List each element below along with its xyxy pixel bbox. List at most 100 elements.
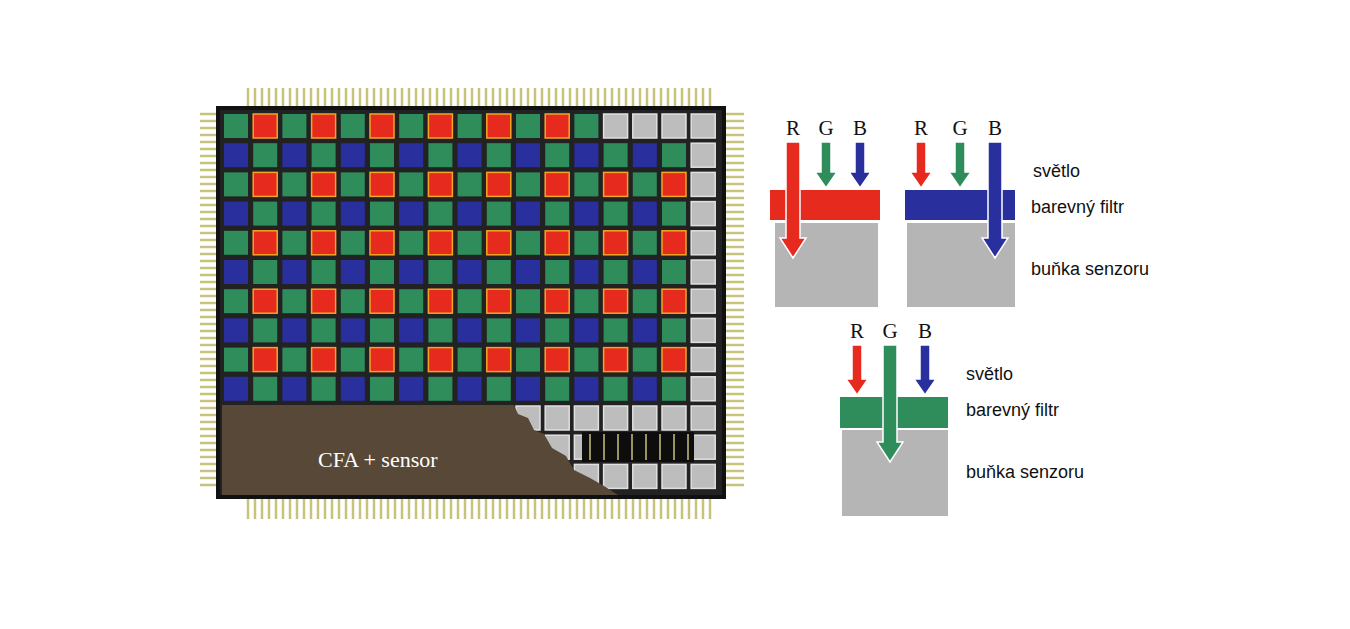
filter-cell xyxy=(604,143,628,167)
filter-cell xyxy=(370,172,394,196)
filter-cell xyxy=(487,231,511,255)
filter-cell xyxy=(604,114,628,138)
pin xyxy=(200,484,218,487)
pin xyxy=(597,497,600,519)
pin xyxy=(200,288,218,291)
filter-cell xyxy=(545,377,569,401)
pin xyxy=(583,88,586,108)
pin xyxy=(282,88,285,108)
pin xyxy=(590,497,593,519)
filter-cell xyxy=(516,289,540,313)
pin xyxy=(200,302,218,305)
pin xyxy=(724,197,744,200)
filter-cell xyxy=(253,202,277,226)
filter-cell xyxy=(487,260,511,284)
pin xyxy=(200,253,218,256)
filter-cell xyxy=(282,202,306,226)
filter-cell xyxy=(224,260,248,284)
pin xyxy=(338,497,341,519)
pin xyxy=(520,88,523,108)
filter-cell xyxy=(633,172,657,196)
pin xyxy=(674,497,677,519)
pin xyxy=(200,428,218,431)
pin xyxy=(324,88,327,108)
pin xyxy=(724,470,744,473)
pin xyxy=(562,88,565,108)
pin xyxy=(380,88,383,108)
filter-cell xyxy=(458,172,482,196)
filter-cell xyxy=(370,289,394,313)
cutaway-fill xyxy=(222,405,618,495)
pin xyxy=(275,497,278,519)
pin xyxy=(724,113,744,116)
filter-cell xyxy=(458,143,482,167)
pin xyxy=(724,267,744,270)
pin xyxy=(200,372,218,375)
pin xyxy=(200,358,218,361)
pin xyxy=(597,88,600,108)
filter-cell xyxy=(691,377,715,401)
filter-cell xyxy=(399,377,423,401)
filter-cell xyxy=(633,143,657,167)
filter-cell xyxy=(662,143,686,167)
filter-cell xyxy=(604,289,628,313)
pin xyxy=(200,218,218,221)
pin xyxy=(366,88,369,108)
filter-cell xyxy=(399,260,423,284)
pin xyxy=(331,88,334,108)
pin xyxy=(310,497,313,519)
filter-cell xyxy=(253,172,277,196)
pin xyxy=(200,169,218,172)
filter-cell xyxy=(428,172,452,196)
pin xyxy=(478,88,481,108)
pin xyxy=(345,88,348,108)
filter-cell xyxy=(370,202,394,226)
filter-cell xyxy=(574,172,598,196)
pin xyxy=(200,246,218,249)
filter-cell xyxy=(224,143,248,167)
pin xyxy=(408,497,411,519)
filter-cell xyxy=(662,289,686,313)
pin xyxy=(724,134,744,137)
filter-cell xyxy=(312,260,336,284)
pin xyxy=(345,497,348,519)
light-arrow xyxy=(780,142,806,258)
filter-cell xyxy=(282,377,306,401)
filter-cell xyxy=(253,260,277,284)
filter-cell xyxy=(224,377,248,401)
filter-cell xyxy=(282,318,306,342)
pin xyxy=(724,148,744,151)
filter-cell xyxy=(574,202,598,226)
filter-cell xyxy=(633,318,657,342)
pin xyxy=(366,497,369,519)
pin xyxy=(200,330,218,333)
part-label: buňka senzoru xyxy=(966,462,1084,483)
pin xyxy=(724,176,744,179)
filter-cell xyxy=(399,289,423,313)
pin xyxy=(527,88,530,108)
pin xyxy=(541,497,544,519)
pin xyxy=(618,88,621,108)
pin xyxy=(200,204,218,207)
filter-cell xyxy=(574,114,598,138)
pin xyxy=(200,295,218,298)
filter-cell xyxy=(282,114,306,138)
pin xyxy=(268,88,271,108)
pin xyxy=(303,497,306,519)
filter-cell xyxy=(253,377,277,401)
chip-pins xyxy=(200,88,744,519)
filter-cell xyxy=(662,318,686,342)
pin xyxy=(478,497,481,519)
pin xyxy=(200,449,218,452)
pin xyxy=(724,204,744,207)
filter-cell xyxy=(487,377,511,401)
pin xyxy=(499,88,502,108)
filter-cell xyxy=(633,406,657,430)
filter-cell xyxy=(341,172,365,196)
pin xyxy=(200,120,218,123)
pin xyxy=(506,88,509,108)
pin xyxy=(688,88,691,108)
filter-cell xyxy=(458,289,482,313)
channel-letter: R xyxy=(786,116,800,141)
